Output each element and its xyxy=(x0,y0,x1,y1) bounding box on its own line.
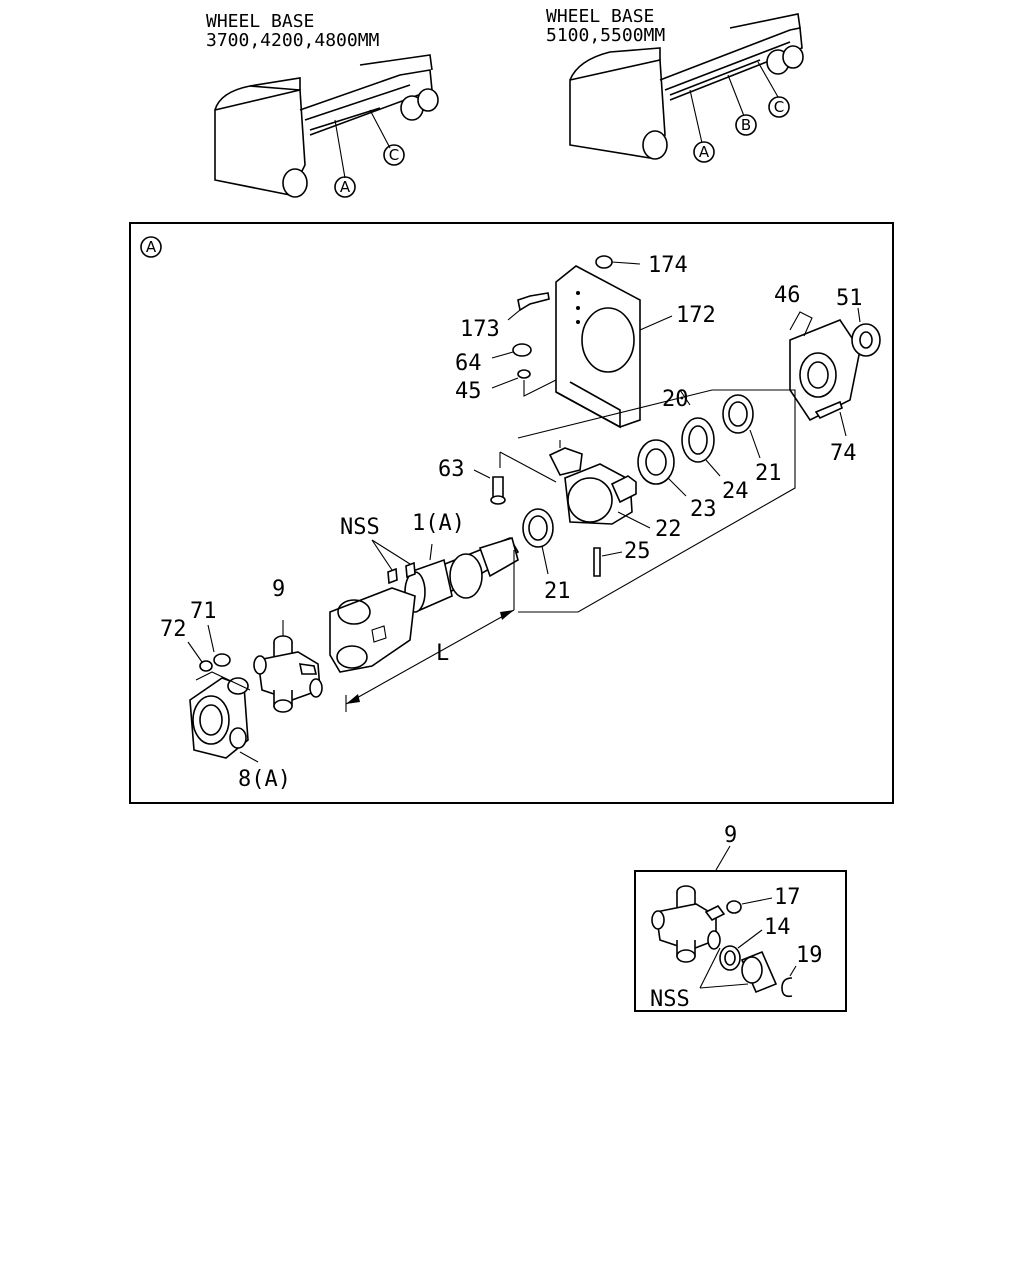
panel-marker-a: A xyxy=(146,238,157,256)
label-1a: 1(A) xyxy=(412,511,465,536)
label-173: 173 xyxy=(460,317,500,342)
label-51: 51 xyxy=(836,286,863,311)
label-23: 23 xyxy=(690,497,717,522)
callout-a-left: A xyxy=(340,178,351,196)
callout-b-right: B xyxy=(741,116,751,134)
label-45: 45 xyxy=(455,379,482,404)
label-71: 71 xyxy=(190,599,217,624)
detail-title-9: 9 xyxy=(724,823,737,848)
label-24: 24 xyxy=(722,479,749,504)
label-74: 74 xyxy=(830,441,857,466)
label-21-left: 21 xyxy=(544,579,571,604)
label-25: 25 xyxy=(624,539,651,564)
callout-a-right: A xyxy=(699,143,710,161)
callout-c-left: C xyxy=(389,146,399,164)
label-72: 72 xyxy=(160,617,187,642)
label-17: 17 xyxy=(774,885,801,910)
label-22: 22 xyxy=(655,517,682,542)
label-46: 46 xyxy=(774,283,801,308)
label-174: 174 xyxy=(648,253,688,278)
label-64: 64 xyxy=(455,351,482,376)
wheelbase-title-right: WHEEL BASE xyxy=(546,6,654,27)
callout-c-right: C xyxy=(774,98,784,116)
truck-diagram-right: WHEEL BASE 5100,5500MM A B C xyxy=(546,6,804,163)
label-l-dimension: L xyxy=(436,641,449,666)
main-exploded-view: A 174 173 172 64 45 46 xyxy=(129,222,894,804)
label-nss-main: NSS xyxy=(340,515,380,540)
detail-universal-joint: 9 17 14 19 NSS xyxy=(634,823,847,1012)
label-21-right: 21 xyxy=(755,461,782,486)
wheelbase-values-left: 3700,4200,4800MM xyxy=(206,30,380,51)
label-63: 63 xyxy=(438,457,465,482)
label-20: 20 xyxy=(662,387,689,412)
label-19: 19 xyxy=(796,943,823,968)
label-8a: 8(A) xyxy=(238,767,291,792)
label-14: 14 xyxy=(764,915,791,940)
label-nss-detail: NSS xyxy=(650,987,690,1012)
truck-diagram-left: WHEEL BASE 3700,4200,4800MM A C xyxy=(206,11,439,198)
wheelbase-values-right: 5100,5500MM xyxy=(546,25,665,46)
label-9-main: 9 xyxy=(272,577,285,602)
wheelbase-title-left: WHEEL BASE xyxy=(206,11,314,32)
label-172: 172 xyxy=(676,303,716,328)
